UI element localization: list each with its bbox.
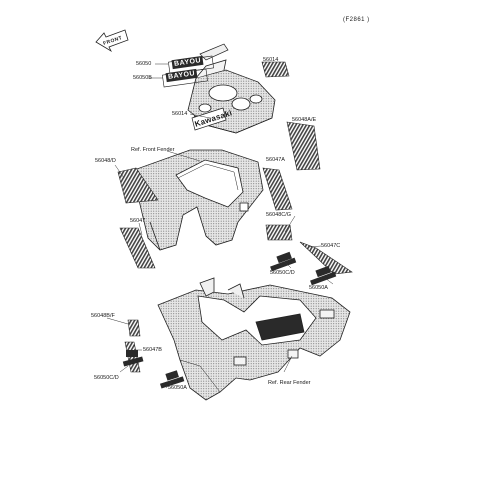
stripe-56047	[119, 227, 156, 269]
label-56047: 56047	[130, 218, 146, 224]
label-56047b: 56047B	[143, 347, 162, 353]
leader-lines	[106, 63, 334, 389]
label-56048ae: 56048A/E	[292, 117, 317, 123]
label-56047c: 56047C	[321, 243, 341, 249]
bayou-badge-mid-left	[270, 251, 297, 272]
top-emblem-strip	[199, 43, 229, 61]
label-56050a-mid: 56050A	[309, 285, 328, 291]
label-56048d: 56048/D	[95, 158, 116, 164]
label-56050: 56050	[136, 61, 152, 67]
bayou-badge-low-right	[159, 370, 185, 389]
front-arrow-icon	[95, 29, 129, 53]
diagram-code: (F2861 )	[343, 17, 370, 23]
label-ref-front-fender: Ref. Front Fender	[131, 147, 175, 153]
label-56048cg: 56048C/G	[266, 212, 292, 218]
stripe-56047c	[299, 241, 353, 275]
label-56050cd-low: 56050C/D	[94, 375, 119, 381]
rear-fender	[157, 277, 351, 401]
label-56050a-low: 56050A	[168, 385, 187, 391]
bayou-badge-mid-right	[310, 265, 337, 286]
kawasaki-sticker	[191, 107, 227, 131]
sticker-56048cg	[265, 224, 293, 241]
bayou-badge-low-left	[122, 350, 144, 367]
label-56014-side: 56014	[172, 111, 188, 117]
label-56048bf: 56048B/F	[91, 313, 115, 319]
label-56050cd-mid: 56050C/D	[270, 270, 295, 276]
sticker-56048bf	[127, 319, 141, 337]
sticker-56014-top	[261, 61, 290, 78]
label-56047a: 56047A	[266, 157, 285, 163]
label-ref-rear-fender: Ref. Rear Fender	[268, 380, 311, 386]
label-56014-top: 56014	[263, 57, 279, 63]
label-56050b: 56050B	[133, 75, 152, 81]
stripe-56048d	[117, 167, 159, 204]
front-fender	[119, 149, 264, 251]
stripe-56048ae	[286, 121, 321, 171]
stripe-56047a	[262, 167, 293, 211]
